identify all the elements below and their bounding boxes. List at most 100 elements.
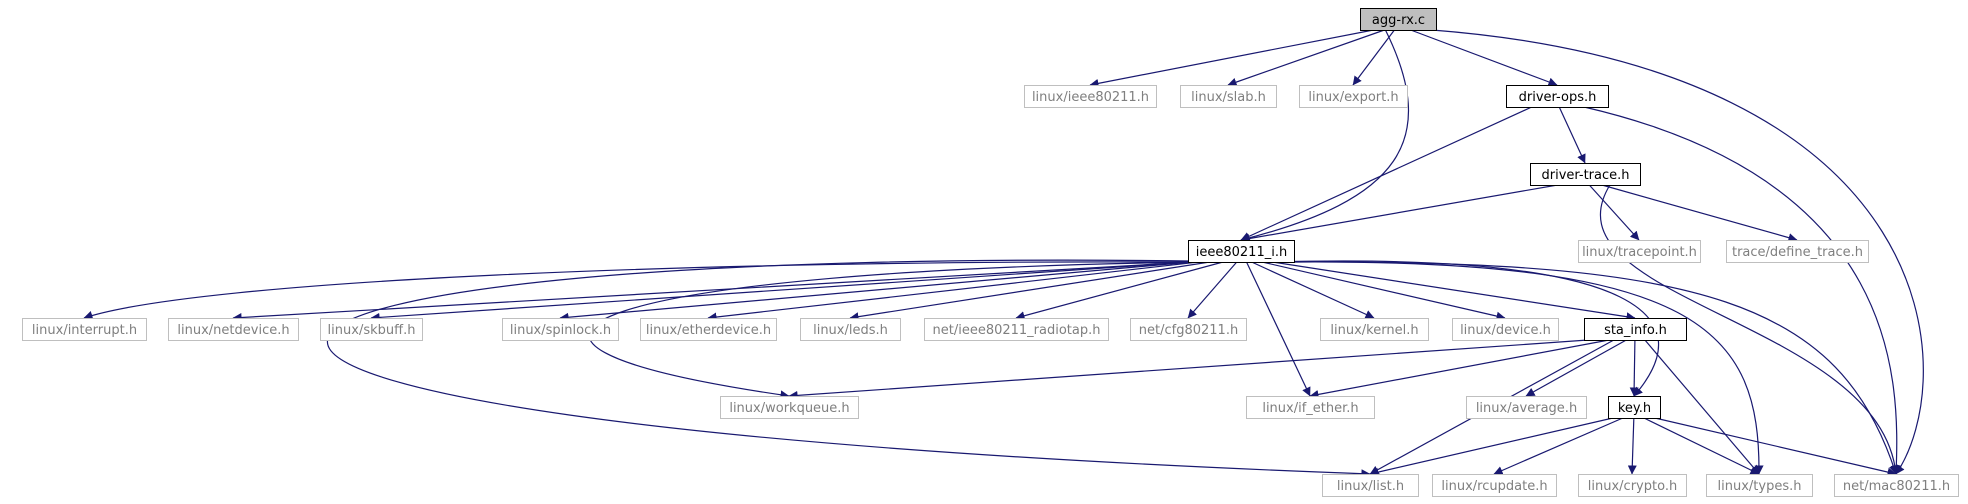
edge-ieee80211_i-to-net_radiotap	[1015, 261, 1224, 321]
edge-ieee80211_i-to-linux_workqueue	[588, 261, 1205, 400]
node-box	[1466, 396, 1587, 419]
edge-driver_trace-to-ieee80211_i	[1240, 184, 1558, 243]
node-linux-leds: linux/leds.h	[800, 318, 901, 341]
edge-ieee80211_i-to-key_h	[1272, 260, 1660, 397]
edge-driver_ops-to-driver_trace	[1558, 106, 1586, 164]
edge-agg_rx-to-linux_slab	[1227, 29, 1385, 87]
node-label: net/ieee80211_radiotap.h	[933, 323, 1101, 338]
node-key-h[interactable]: key.h	[1608, 396, 1661, 419]
node-label: linux/kernel.h	[1330, 323, 1418, 338]
node-label: linux/types.h	[1718, 479, 1802, 494]
node-label: linux/slab.h	[1191, 90, 1266, 105]
node-label: key.h	[1618, 401, 1651, 416]
node-sta-info[interactable]: sta_info.h	[1584, 318, 1687, 341]
edge-agg_rx-to-net_mac80211	[1431, 29, 1924, 475]
edge-agg_rx-to-linux_export	[1352, 29, 1395, 86]
node-net-radiotap: net/ieee80211_radiotap.h	[924, 318, 1109, 341]
node-linux-workqueue: linux/workqueue.h	[720, 396, 859, 419]
edge-sta_info-to-linux_workqueue	[788, 339, 1589, 400]
node-box	[720, 396, 859, 419]
node-box	[1320, 318, 1429, 341]
edge-ieee80211_i-to-linux_skbuff	[370, 261, 1193, 322]
node-label: trace/define_trace.h	[1732, 245, 1863, 260]
node-box	[1584, 318, 1687, 341]
node-box	[1180, 85, 1277, 108]
edge-ieee80211_i-to-net_mac80211	[1289, 261, 1898, 475]
node-box	[502, 318, 619, 341]
node-box	[1130, 318, 1247, 341]
node-label: net/mac80211.h	[1843, 479, 1950, 494]
node-label: linux/workqueue.h	[729, 401, 849, 416]
node-box	[1608, 396, 1661, 419]
node-linux-ieee80211: linux/ieee80211.h	[1024, 85, 1157, 108]
node-net-mac80211: net/mac80211.h	[1834, 474, 1959, 497]
edge-ieee80211_i-to-linux_kernel	[1251, 261, 1375, 319]
node-label: linux/export.h	[1308, 90, 1398, 105]
node-driver-ops[interactable]: driver-ops.h	[1506, 85, 1609, 108]
edge-driver_ops-to-net_mac80211	[1583, 106, 1901, 475]
edge-sta_info-to-key_h	[1629, 339, 1639, 397]
node-linux-device: linux/device.h	[1452, 318, 1559, 341]
edge-driver_trace-to-trace_define	[1601, 184, 1798, 243]
node-trace-define: trace/define_trace.h	[1726, 240, 1869, 263]
node-label: linux/device.h	[1460, 323, 1551, 338]
node-box	[640, 318, 777, 341]
node-linux-tracepoint: linux/tracepoint.h	[1578, 240, 1701, 263]
node-label: linux/leds.h	[813, 323, 888, 338]
node-linux-interrupt: linux/interrupt.h	[22, 318, 147, 341]
node-net-cfg80211: net/cfg80211.h	[1130, 318, 1247, 341]
node-label: ieee80211_i.h	[1196, 245, 1287, 260]
node-box	[1726, 240, 1869, 263]
edge-ieee80211_i-to-linux_spinlock	[559, 261, 1193, 322]
node-box	[320, 318, 423, 341]
node-label: linux/tracepoint.h	[1582, 245, 1697, 260]
node-label: linux/netdevice.h	[177, 323, 289, 338]
node-agg-rx[interactable]: agg-rx.c	[1360, 8, 1437, 31]
node-box	[924, 318, 1109, 341]
node-box	[1578, 474, 1687, 497]
node-label: sta_info.h	[1604, 323, 1667, 338]
node-label: linux/interrupt.h	[32, 323, 137, 338]
node-linux-slab: linux/slab.h	[1180, 85, 1277, 108]
node-box	[1322, 474, 1419, 497]
node-linux-spinlock: linux/spinlock.h	[502, 318, 619, 341]
node-box	[1360, 8, 1437, 31]
node-label: driver-ops.h	[1519, 90, 1597, 105]
node-label: driver-trace.h	[1541, 168, 1629, 183]
node-linux-netdevice: linux/netdevice.h	[168, 318, 299, 341]
edge-ieee80211_i-to-linux_device	[1261, 261, 1506, 321]
edge-ieee80211_i-to-linux_interrupt	[83, 261, 1193, 320]
edge-ieee80211_i-to-linux_leds	[849, 261, 1210, 322]
node-ieee80211-i[interactable]: ieee80211_i.h	[1188, 240, 1295, 263]
edge-key_h-to-linux_rcupdate	[1493, 417, 1624, 475]
node-box	[800, 318, 901, 341]
edge-key_h-to-net_mac80211	[1654, 417, 1897, 477]
node-label: linux/rcupdate.h	[1441, 479, 1547, 494]
edge-driver_ops-to-ieee80211_i	[1240, 106, 1532, 241]
node-driver-trace[interactable]: driver-trace.h	[1530, 163, 1641, 186]
edge-key_h-to-linux_crypto	[1627, 417, 1637, 475]
edge-agg_rx-to-driver_ops	[1410, 29, 1558, 87]
edge-ieee80211_i-to-sta_info	[1272, 261, 1636, 322]
node-linux-export: linux/export.h	[1299, 85, 1408, 108]
edge-sta_info-to-linux_average	[1525, 339, 1627, 397]
node-box	[1706, 474, 1813, 497]
node-linux-crypto: linux/crypto.h	[1578, 474, 1687, 497]
node-label: linux/skbuff.h	[328, 323, 416, 338]
node-label: linux/crypto.h	[1588, 479, 1677, 494]
edge-ieee80211_i-to-linux_if_ether	[1245, 261, 1311, 397]
node-linux-types: linux/types.h	[1706, 474, 1813, 497]
node-box	[1452, 318, 1559, 341]
node-box	[1299, 85, 1408, 108]
node-label: linux/ieee80211.h	[1032, 90, 1149, 105]
edge-ieee80211_i-to-net_cfg80211	[1187, 261, 1238, 319]
node-label: agg-rx.c	[1372, 13, 1425, 28]
node-label: linux/average.h	[1476, 401, 1577, 416]
node-linux-average: linux/average.h	[1466, 396, 1587, 419]
edge-agg_rx-to-linux_ieee80211	[1089, 29, 1374, 88]
edge-key_h-to-linux_types	[1643, 417, 1760, 475]
node-label: linux/list.h	[1337, 479, 1404, 494]
node-box	[1024, 85, 1157, 108]
edge-driver_trace-to-linux_tracepoint	[1588, 184, 1640, 241]
edge-key_h-to-linux_list	[1369, 417, 1614, 477]
